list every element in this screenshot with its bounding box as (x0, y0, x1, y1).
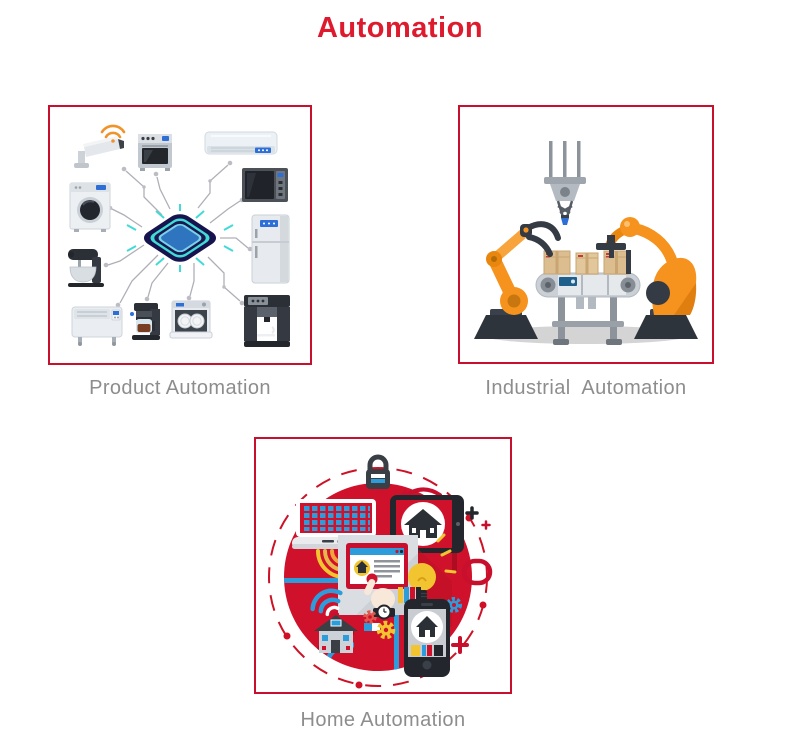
coffee-maker-icon (130, 303, 160, 340)
air-conditioner-icon (204, 131, 278, 155)
coffee-machine-icon (244, 295, 290, 347)
robot-arm-right-icon (596, 217, 698, 339)
padlock-icon (366, 454, 390, 489)
floor-shadow (482, 326, 690, 344)
dishwasher-icon (169, 300, 213, 339)
industrial-automation-illustration (474, 141, 698, 345)
card-product-automation[interactable] (48, 105, 312, 365)
home-automation-label: Home Automation (300, 709, 466, 731)
cpu-chip-icon (126, 204, 234, 272)
product-automation-illustration (68, 124, 290, 347)
overhead-gripper-icon (544, 141, 586, 225)
washing-machine-icon (69, 182, 111, 232)
wifi-signal-icon (100, 124, 126, 143)
card-home-automation[interactable] (254, 437, 512, 694)
house-icon (314, 615, 358, 653)
microwave-icon (242, 168, 288, 202)
card-industrial-automation[interactable] (458, 105, 714, 364)
conveyor-belt-icon (535, 272, 641, 345)
circuit-traces (107, 164, 249, 304)
robot-arm-left-icon (474, 221, 561, 339)
security-camera-icon (74, 136, 124, 168)
wifi-icon (310, 588, 343, 619)
plus-decorations (316, 506, 491, 667)
product-automation-label: Product Automation (89, 377, 271, 399)
cardboard-boxes-icon (543, 250, 630, 275)
handle-outline (461, 558, 493, 586)
industrial-automation-label: Industrial Automation (485, 377, 687, 399)
refrigerator-icon (251, 214, 290, 284)
stand-mixer-icon (68, 249, 104, 287)
solar-panel-icon (292, 499, 376, 549)
page-title: Automation (316, 12, 484, 44)
home-automation-illustration (268, 454, 493, 689)
oven-icon (138, 134, 172, 171)
sparkle-dashes (436, 533, 457, 574)
heater-icon (71, 306, 123, 346)
gear-icon-yellow (376, 620, 396, 640)
smartphone-house-icon (398, 587, 450, 677)
hand-cursor-icon (364, 579, 395, 620)
gear-icon-red (363, 610, 377, 624)
